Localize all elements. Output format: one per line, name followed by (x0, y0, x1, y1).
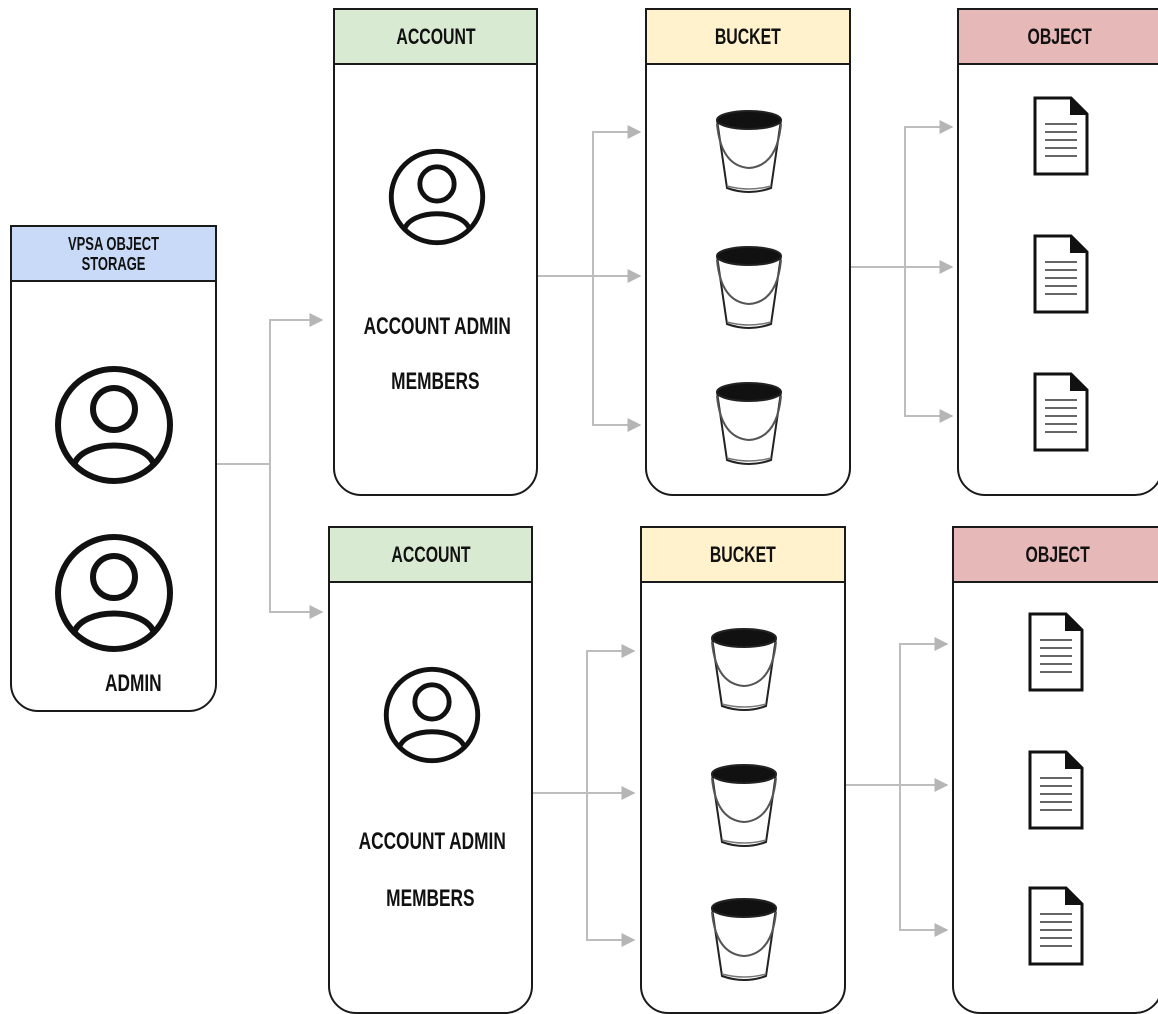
box-header: BUCKET (647, 10, 849, 65)
connector-account-bucket (592, 276, 642, 432)
connector-account-bucket (586, 644, 636, 793)
document-icon (1028, 612, 1084, 692)
bucket-icon (711, 628, 777, 711)
user-icon (388, 148, 486, 246)
connector-bucket-object (899, 637, 949, 785)
members-label: MEMBERS (386, 885, 475, 912)
members-label: MEMBERS (391, 368, 480, 395)
document-icon (1033, 96, 1089, 176)
account-header-label: ACCOUNT (390, 541, 471, 567)
object-header-label: OBJECT (1025, 541, 1090, 567)
bucket-icon (711, 764, 777, 847)
vpsa-header-label: VPSA OBJECT STORAGE (68, 233, 159, 274)
document-icon (1033, 234, 1089, 314)
user-icon (55, 366, 173, 484)
bucket-box: BUCKET (645, 8, 851, 496)
bucket-box: BUCKET (640, 526, 846, 1014)
object-box: OBJECT (957, 8, 1158, 496)
bucket-icon (716, 382, 782, 465)
admin-label: ADMIN (105, 670, 162, 697)
vpsa-object-storage-box: VPSA OBJECT STORAGE ADMIN (10, 225, 217, 712)
connector-root-account (217, 313, 324, 465)
object-header-label: OBJECT (1027, 23, 1093, 49)
connector-bucket-object (904, 267, 954, 423)
connector-bucket-object (904, 120, 954, 267)
account-box: ACCOUNT ACCOUNT ADMIN MEMBERS (328, 526, 533, 1014)
user-icon (383, 666, 481, 764)
bucket-header-label: BUCKET (714, 23, 781, 49)
box-header: VPSA OBJECT STORAGE (12, 227, 215, 282)
document-icon (1028, 886, 1084, 966)
account-admin-label: ACCOUNT ADMIN (358, 828, 506, 855)
user-icon (55, 534, 173, 652)
box-header: ACCOUNT (330, 528, 531, 583)
box-header: ACCOUNT (335, 10, 536, 65)
account-box: ACCOUNT ACCOUNT ADMIN MEMBERS (333, 8, 538, 496)
connector-account-bucket (586, 793, 636, 947)
box-header: OBJECT (959, 10, 1158, 65)
box-header: BUCKET (642, 528, 844, 583)
bucket-icon (716, 110, 782, 193)
account-admin-label: ACCOUNT ADMIN (363, 313, 511, 340)
document-icon (1033, 372, 1089, 452)
bucket-icon (711, 898, 777, 981)
connector-bucket-object (899, 785, 949, 937)
object-box: OBJECT (952, 526, 1158, 1014)
box-header: OBJECT (954, 528, 1158, 583)
connector-account-bucket (592, 125, 642, 276)
connector-root-account (269, 464, 324, 619)
bucket-header-label: BUCKET (709, 541, 776, 567)
document-icon (1028, 750, 1084, 830)
bucket-icon (716, 246, 782, 329)
account-header-label: ACCOUNT (395, 23, 476, 49)
